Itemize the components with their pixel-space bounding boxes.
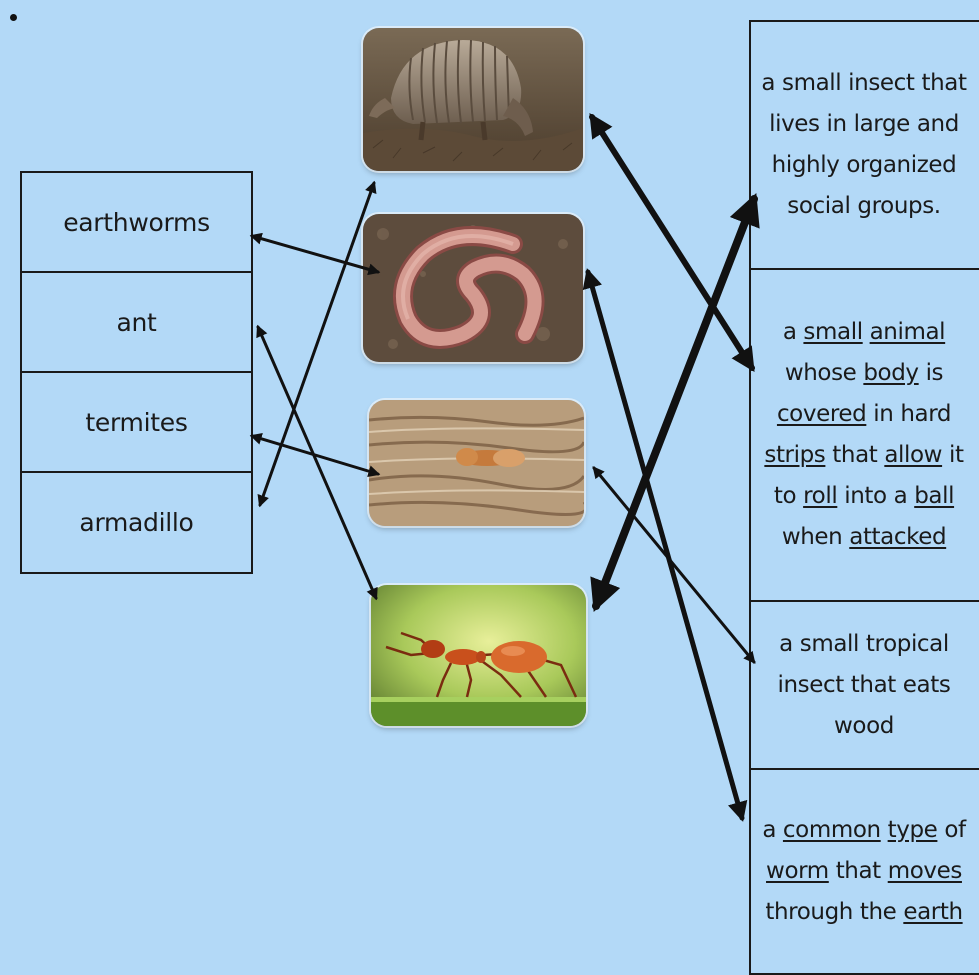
line-armadillo-photo-to-definition [592, 117, 752, 368]
line-earthworm-photo-to-definition [588, 272, 742, 818]
line-termites-to-photo [252, 436, 378, 474]
line-ant-photo-to-definition [596, 199, 754, 606]
line-termite-photo-to-definition [594, 468, 754, 662]
line-earthworms-to-photo [252, 236, 378, 272]
